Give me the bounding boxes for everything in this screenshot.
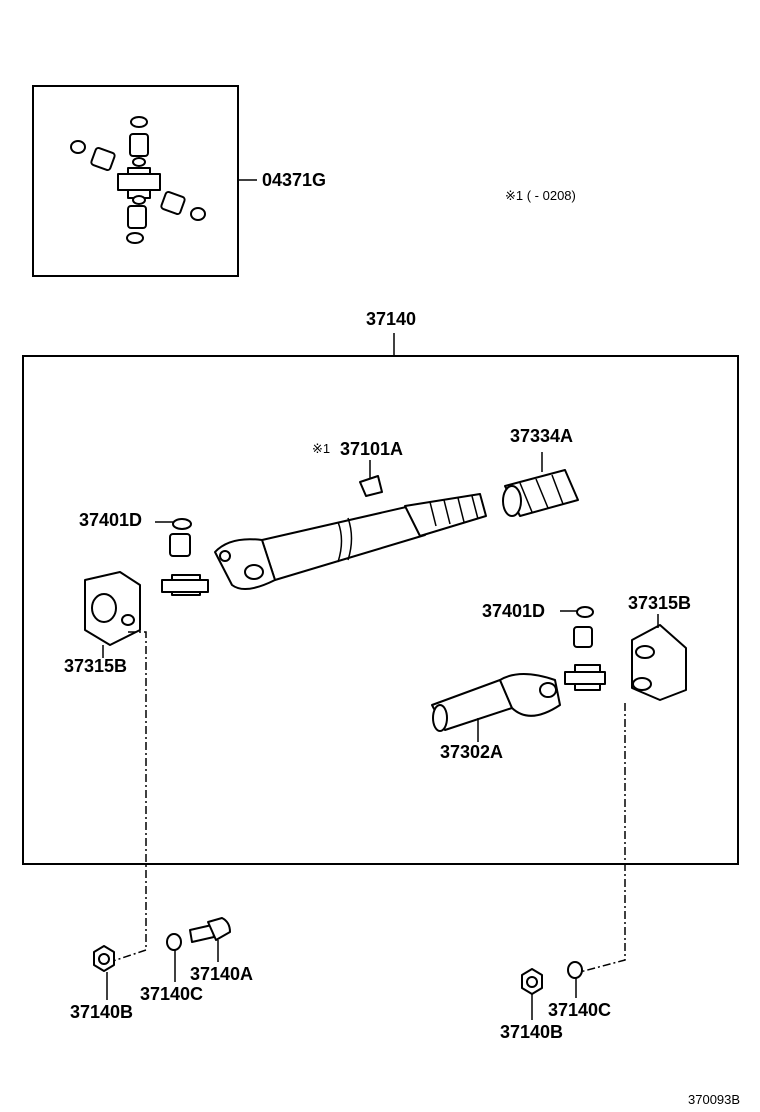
label-snap-ring-left: 37401D	[79, 510, 142, 530]
right-flange-icon	[631, 614, 687, 701]
label-center-bearing-mark: ※1	[312, 441, 330, 456]
label-washer-right: 37140C	[548, 1000, 611, 1020]
boot-icon	[502, 452, 579, 517]
label-nut-right: 37140B	[500, 1022, 563, 1042]
label-snap-ring-right: 37401D	[482, 601, 545, 621]
label-assembly: 37140	[366, 309, 416, 329]
left-flange-icon	[84, 571, 141, 658]
label-bolt: 37140A	[190, 964, 253, 984]
assembly-group	[22, 333, 739, 865]
spider-cross-icon	[117, 157, 161, 205]
label-kit: 04371G	[262, 170, 326, 190]
spider-kit-group	[32, 85, 257, 277]
washer-right-icon	[567, 961, 583, 979]
bolt-icon	[189, 917, 231, 943]
left-joint-icons	[155, 518, 209, 596]
label-nut-left: 37140B	[70, 1002, 133, 1022]
label-boot: 37334A	[510, 426, 573, 446]
label-center-bearing: 37101A	[340, 439, 403, 459]
label-flange-right: 37315B	[628, 593, 691, 613]
label-washer-left: 37140C	[140, 984, 203, 1004]
hardware-icons	[93, 917, 583, 1020]
label-note: ※1 ( - 0208)	[505, 188, 576, 203]
label-flange-left: 37315B	[64, 656, 127, 676]
alignment-lines	[109, 631, 626, 973]
right-joint-icons	[560, 606, 606, 691]
washer-left-icon	[166, 933, 182, 951]
kit-frame	[32, 85, 239, 277]
assembly-frame	[22, 355, 739, 865]
sleeve-yoke-icon	[431, 673, 561, 742]
label-sleeve-yoke: 37302A	[440, 742, 503, 762]
shaft-tube-icon	[214, 493, 487, 590]
center-bearing-icon	[359, 475, 383, 497]
bearing-cap-icons	[70, 116, 206, 244]
label-drawing-code: 370093B	[688, 1092, 740, 1107]
